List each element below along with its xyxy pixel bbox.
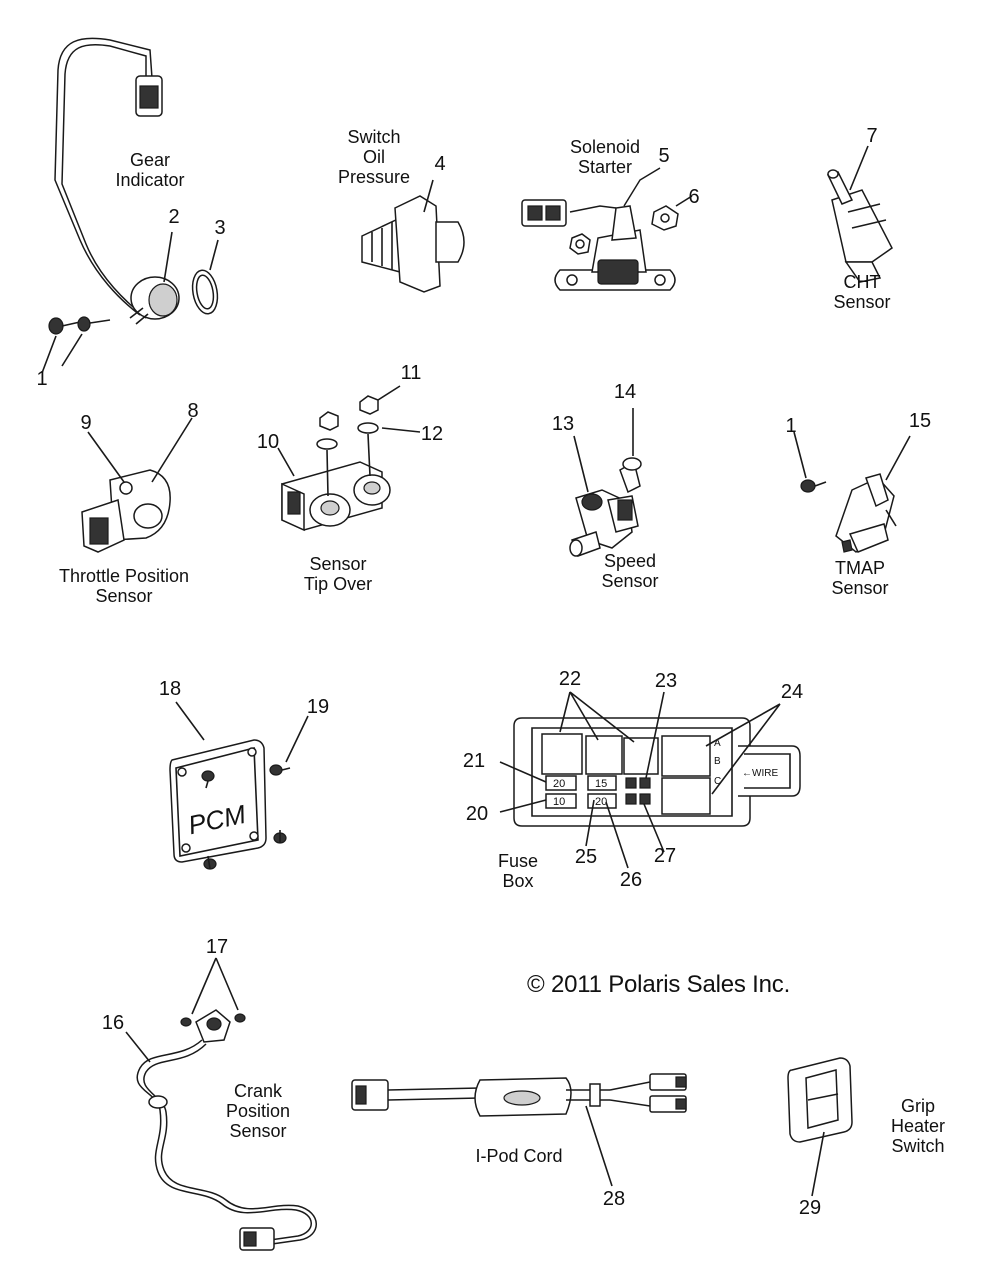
callout-9: 9 [80, 412, 92, 434]
label-tmap-sensor: TMAP Sensor [831, 558, 889, 599]
label-gear-indicator: Gear Indicator [115, 150, 185, 191]
callout-5: 5 [658, 145, 670, 167]
callout-16: 16 [101, 1012, 125, 1034]
callout-13: 13 [551, 413, 575, 435]
copyright-notice: © 2011 Polaris Sales Inc. [527, 971, 791, 998]
label-throttle-position-sensor: Throttle Position Sensor [58, 566, 190, 607]
pcm-part: PCM [169, 701, 309, 870]
callout-18: 18 [158, 678, 182, 700]
speed-sensor-part [569, 408, 642, 557]
callout-12: 12 [420, 423, 444, 445]
callout-2: 2 [168, 206, 180, 228]
label-speed-sensor: Speed Sensor [601, 551, 659, 592]
callout-27: 27 [653, 845, 677, 867]
callout-10: 10 [256, 431, 280, 453]
callout-8: 8 [187, 400, 199, 422]
callout-22: 22 [558, 668, 582, 690]
fuse-box-part: ←WIRE 20 15 10 20 A B C [499, 691, 801, 869]
fuse-20b-marking: 20 [595, 796, 607, 808]
callout-24: 24 [780, 681, 804, 703]
label-ipod-cord: I-Pod Cord [475, 1146, 563, 1166]
callout-15: 15 [908, 410, 932, 432]
label-switch-oil-pressure: Switch Oil Pressure [337, 127, 411, 188]
callout-17: 17 [205, 936, 229, 958]
callout-4: 4 [434, 153, 446, 175]
starter-solenoid-part [521, 167, 693, 291]
oil-pressure-switch-part [361, 179, 465, 293]
tmap-sensor-part [793, 431, 911, 553]
label-fuse-box: Fuse Box [497, 851, 539, 892]
callout-19: 19 [306, 696, 330, 718]
ipod-cord-part [351, 1073, 687, 1187]
fuse-15-marking: 15 [595, 778, 607, 790]
callout-3: 3 [214, 217, 226, 239]
tip-over-sensor-part [277, 385, 421, 532]
wire-marking: ←WIRE [742, 768, 778, 779]
label-cht-sensor: CHT Sensor [833, 272, 891, 313]
label-solenoid-starter: Solenoid Starter [569, 137, 641, 178]
callout-21: 21 [462, 750, 486, 772]
crank-position-sensor-part [125, 957, 317, 1251]
callout-26: 26 [619, 869, 643, 891]
callout-25: 25 [574, 846, 598, 868]
label-crank-position-sensor: Crank Position Sensor [225, 1081, 291, 1142]
callout-7: 7 [866, 125, 878, 147]
callout-28: 28 [602, 1188, 626, 1210]
callout-1-tmap: 1 [785, 415, 797, 437]
label-grip-heater-switch: Grip Heater Switch [890, 1096, 946, 1157]
callout-1-gear: 1 [36, 368, 48, 390]
cht-sensor-part [826, 145, 893, 283]
row-b-marking: B [714, 756, 721, 767]
callout-20: 20 [465, 803, 489, 825]
callout-11: 11 [400, 362, 422, 384]
fuse-20a-marking: 20 [553, 778, 565, 790]
callout-6: 6 [688, 186, 700, 208]
label-sensor-tip-over: Sensor Tip Over [303, 554, 373, 595]
row-a-marking: A [714, 738, 721, 749]
gear-indicator-part [41, 37, 219, 374]
throttle-position-sensor-part [81, 417, 193, 553]
fuse-10-marking: 10 [553, 796, 565, 808]
callout-29: 29 [798, 1197, 822, 1219]
row-c-marking: C [714, 776, 721, 787]
callout-23: 23 [654, 670, 678, 692]
grip-heater-switch-part [787, 1057, 853, 1197]
callout-14: 14 [613, 381, 637, 403]
